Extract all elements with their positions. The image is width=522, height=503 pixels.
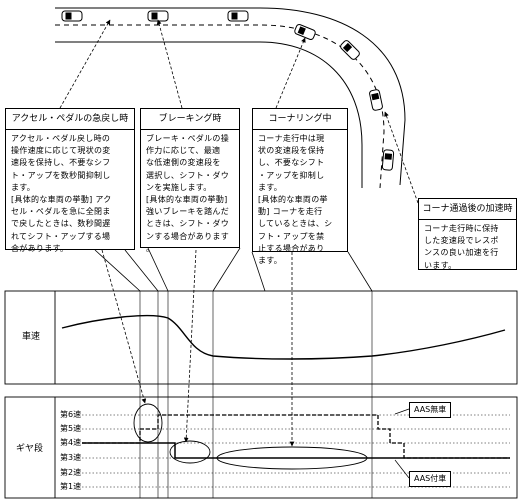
- tag-connectors: [394, 408, 410, 479]
- cornering-box: コーナリング中 コーナ走行中は現 状の変速段を保持 し、不要なシフト ・アップを…: [252, 108, 348, 265]
- braking-description: ブレーキ・ペダルの操 作力に応じて、最適 な低速側の変速段を 選択し、シフト・ダ…: [146, 134, 229, 253]
- tag-without-aas: AAS無車: [409, 402, 452, 418]
- chart-panels: [4, 290, 518, 499]
- cornering-description: コーナ走行中は現 状の変速段を保持 し、不要なシフト ・アップを抑制し ます。 …: [258, 134, 333, 266]
- speed-panel-label: 車速: [22, 332, 41, 342]
- car-icons: [61, 10, 395, 171]
- gear-panel-label: ギヤ段: [16, 444, 44, 454]
- speed-curve: [61, 314, 506, 360]
- car-icon: [61, 10, 83, 22]
- car-icon: [147, 10, 169, 22]
- car-icon: [294, 24, 316, 40]
- car-icon: [227, 10, 249, 22]
- gear-line-without-aas: [82, 414, 510, 459]
- car-icon: [340, 40, 360, 60]
- accel-release-box: アクセル・ペダルの急戻し時 アクセル・ペダル戻し時の 操作速度に応じて現状の変 …: [5, 108, 135, 253]
- gear-6-label: 第6速: [60, 410, 82, 419]
- box-funnels: [94, 247, 373, 292]
- gear-5-label: 第5速: [60, 424, 82, 433]
- gear-line-with-aas: [82, 442, 510, 459]
- gear-3-label: 第3速: [60, 453, 82, 462]
- post-corner-box: コーナ通過後の加速時 コーナ走行時に保持 した変速段でレスポ ンスの良い加速を行…: [418, 198, 517, 270]
- cornering-title: コーナリング中: [253, 109, 347, 130]
- pointer-arrows: [59, 19, 419, 204]
- drop-arrows: [101, 249, 295, 447]
- accel-release-title: アクセル・ペダルの急戻し時: [6, 109, 134, 130]
- braking-title: ブレーキング時: [141, 109, 239, 130]
- post-corner-title: コーナ通過後の加速時: [419, 199, 516, 220]
- gear-2-label: 第2速: [60, 468, 82, 477]
- gear-1-label: 第1速: [60, 482, 82, 491]
- phase-dividers: [139, 291, 373, 498]
- tag-with-aas: AAS付車: [409, 471, 452, 487]
- accel-release-description: アクセル・ペダル戻し時の 操作速度に応じて現状の変 速段を保持し、不要なシフ ト…: [11, 134, 112, 253]
- car-icon: [381, 149, 395, 171]
- car-icon: [369, 89, 383, 111]
- post-corner-description: コーナ走行時に保持 した変速段でレスポ ンスの良い加速を行 います。: [424, 224, 499, 270]
- highlight-ellipses: [133, 403, 368, 470]
- gear-4-label: 第4速: [60, 438, 82, 447]
- braking-box: ブレーキング時 ブレーキ・ペダルの操 作力に応じて、最適 な低速側の変速段を 選…: [140, 108, 240, 253]
